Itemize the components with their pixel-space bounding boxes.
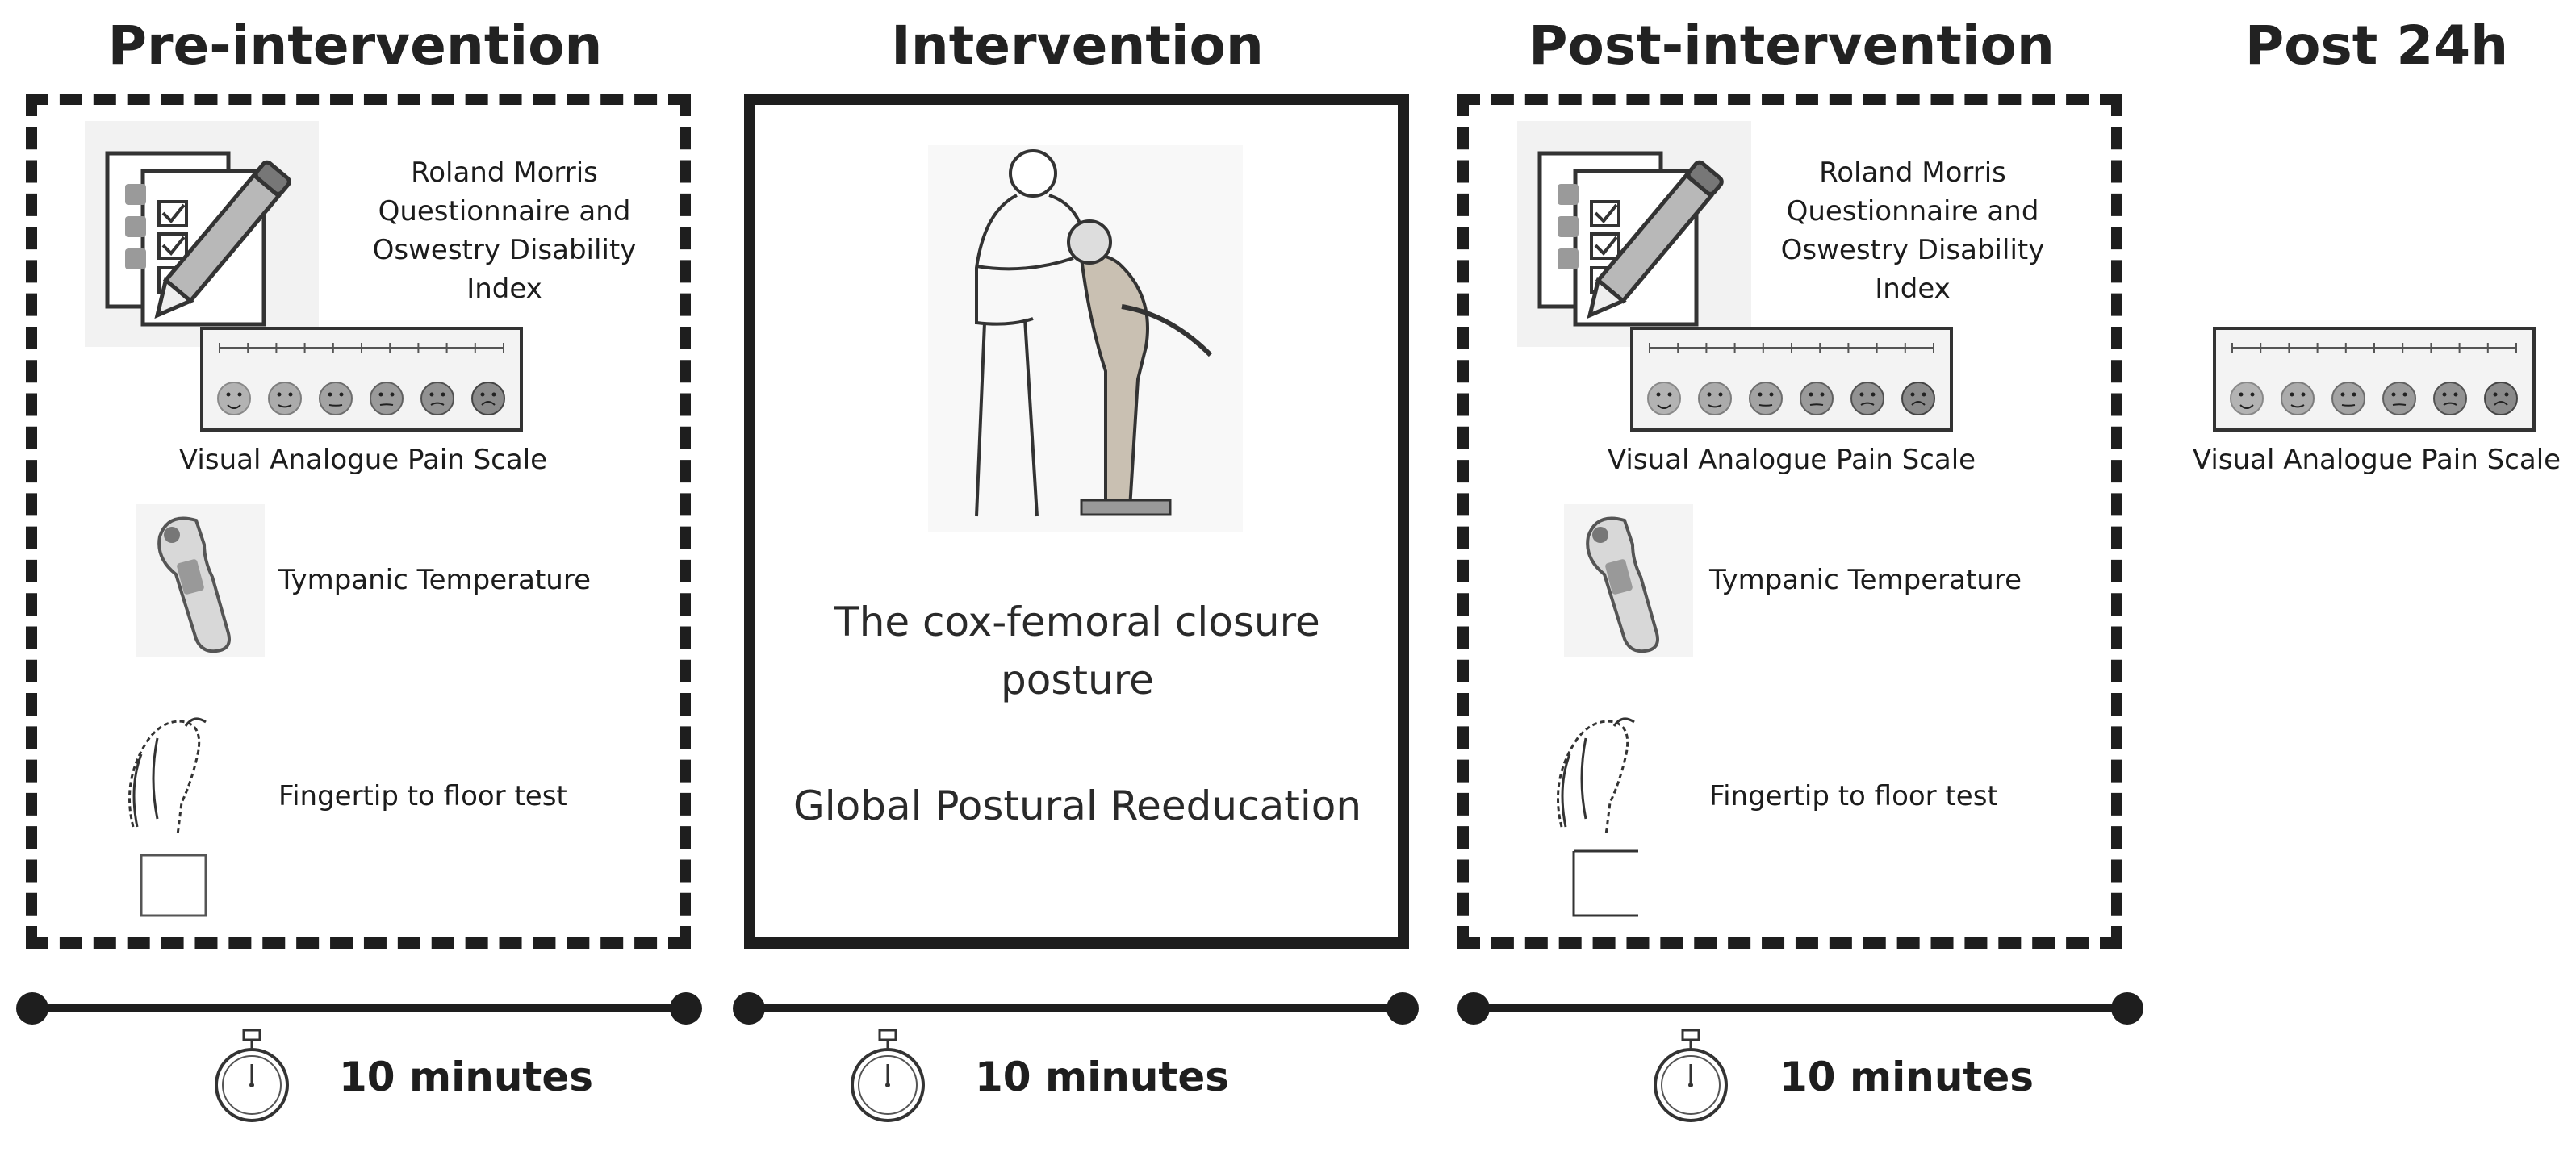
post-temperature-label: Tympanic Temperature bbox=[1709, 564, 2022, 596]
pain-face-icon bbox=[1749, 382, 1783, 415]
stopwatch-button bbox=[242, 1029, 261, 1041]
post-duration: 10 minutes bbox=[1779, 1054, 2034, 1100]
post-vas-label: Visual Analogue Pain Scale bbox=[1607, 444, 1976, 476]
post-questionnaire-label: Roland Morris Questionnaire and Oswestry… bbox=[1780, 157, 2045, 305]
post-timeline-end bbox=[2111, 992, 2143, 1025]
stopwatch-center bbox=[249, 1083, 254, 1087]
pain-face-icon bbox=[1800, 382, 1834, 415]
post-timeline-start bbox=[1457, 992, 1490, 1025]
intervention-timeline bbox=[749, 1004, 1403, 1012]
stopwatch-button bbox=[1681, 1029, 1700, 1041]
forward-bend-figure-icon bbox=[128, 717, 207, 917]
pre-questionnaire-label: Roland Morris Questionnaire and Oswestry… bbox=[372, 157, 637, 305]
questionnaire-clipboard-icon bbox=[85, 121, 319, 347]
intervention-panel bbox=[744, 94, 1409, 949]
pain-faces-scale-icon bbox=[1647, 343, 1935, 415]
pain-face-icon bbox=[1901, 382, 1935, 415]
pain-face-icon bbox=[2230, 382, 2264, 415]
pre-timeline bbox=[32, 1004, 686, 1012]
stopwatch-icon bbox=[1654, 1029, 1728, 1122]
post-intervention-panel bbox=[1457, 94, 2122, 949]
post-vas-scale bbox=[1630, 327, 1953, 432]
pain-face-icon bbox=[1647, 382, 1681, 415]
stopwatch-button bbox=[878, 1029, 897, 1041]
pre-timeline-start bbox=[16, 992, 48, 1025]
intervention-timeline-start bbox=[733, 992, 765, 1025]
pain-face-icon bbox=[2331, 382, 2365, 415]
intervention-title: Intervention bbox=[891, 15, 1264, 77]
stopwatch-center bbox=[885, 1083, 890, 1087]
pre-intervention-panel bbox=[26, 94, 691, 949]
pre-intervention-title: Pre-intervention bbox=[107, 15, 603, 77]
pain-face-icon bbox=[319, 382, 353, 415]
pain-face-icon bbox=[268, 382, 302, 415]
post-timeline bbox=[1474, 1004, 2127, 1012]
tympanic-thermometer-icon bbox=[136, 504, 265, 657]
questionnaire-clipboard-icon bbox=[1517, 121, 1751, 347]
pain-face-icon bbox=[370, 382, 404, 415]
post24-vas-scale bbox=[2213, 327, 2536, 432]
stopwatch-icon bbox=[851, 1029, 925, 1122]
intervention-posture-label: The cox-femoral closure posture bbox=[834, 599, 1320, 703]
intervention-duration: 10 minutes bbox=[975, 1054, 1229, 1100]
intervention-timeline-end bbox=[1386, 992, 1419, 1025]
post-24h-title: Post 24h bbox=[2244, 15, 2509, 77]
pre-fingertip-label: Fingertip to floor test bbox=[278, 780, 567, 812]
post-intervention-title: Post-intervention bbox=[1528, 15, 2055, 77]
pre-timeline-end bbox=[670, 992, 702, 1025]
pain-face-icon bbox=[471, 382, 505, 415]
pain-face-icon bbox=[2281, 382, 2315, 415]
stopwatch-icon bbox=[215, 1029, 289, 1122]
forward-bend-figure-icon bbox=[1557, 717, 1638, 917]
pre-vas-label: Visual Analogue Pain Scale bbox=[178, 444, 548, 476]
stopwatch-center bbox=[1688, 1083, 1693, 1087]
post-fingertip-label: Fingertip to floor test bbox=[1709, 780, 1998, 812]
pain-face-icon bbox=[2433, 382, 2467, 415]
pre-temperature-label: Tympanic Temperature bbox=[278, 564, 591, 596]
pre-duration: 10 minutes bbox=[339, 1054, 593, 1100]
pain-face-icon bbox=[2382, 382, 2416, 415]
pain-face-icon bbox=[1850, 382, 1884, 415]
pain-face-icon bbox=[2484, 382, 2518, 415]
therapist-patient-posture-illustration bbox=[928, 145, 1243, 532]
tympanic-thermometer-icon bbox=[1564, 504, 1693, 657]
pain-face-icon bbox=[1698, 382, 1732, 415]
pain-faces-scale-icon bbox=[217, 343, 505, 415]
post24-vas-label: Visual Analogue Pain Scale bbox=[2192, 444, 2561, 476]
pain-face-icon bbox=[420, 382, 454, 415]
pain-faces-scale-icon bbox=[2230, 343, 2518, 415]
pre-vas-scale bbox=[200, 327, 523, 432]
pain-face-icon bbox=[217, 382, 251, 415]
intervention-method-label: Global Postural Reeducation bbox=[792, 783, 1362, 829]
